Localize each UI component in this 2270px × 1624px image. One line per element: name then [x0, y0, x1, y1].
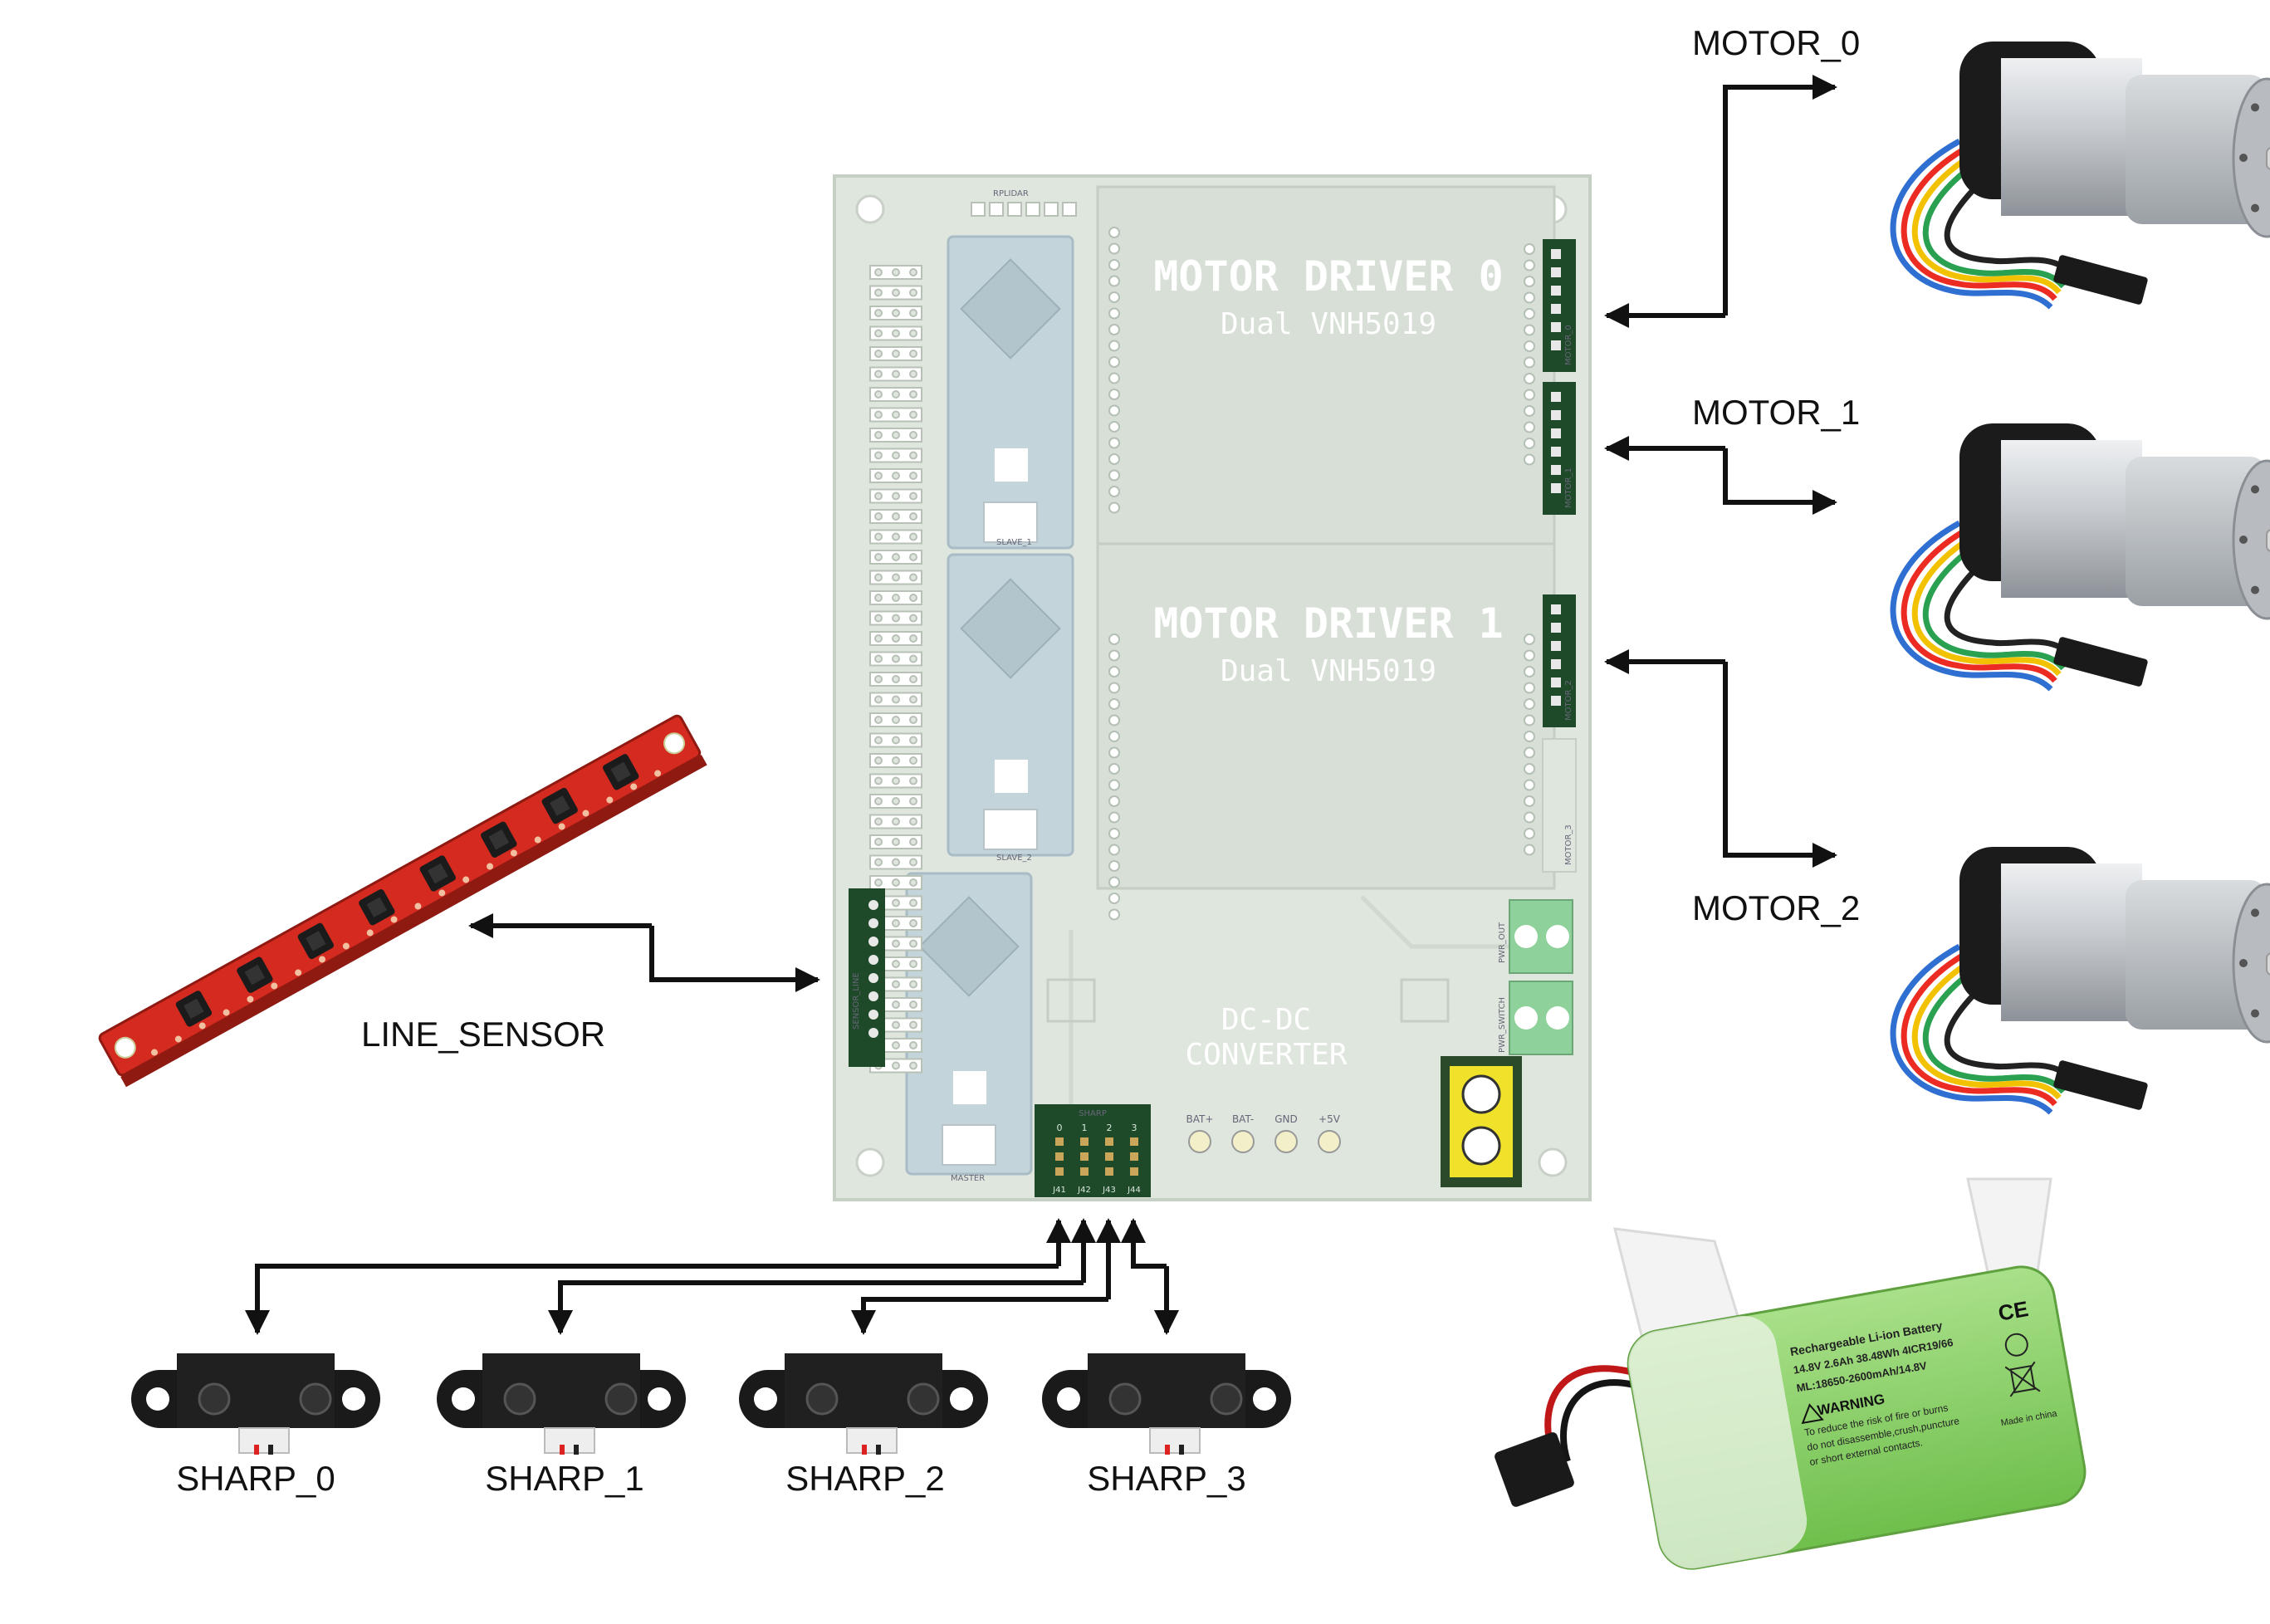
sharp-connector-id: J41	[1052, 1186, 1066, 1195]
power-pad-label: +5V	[1318, 1113, 1341, 1125]
battery-pack: Rechargeable Li-ion Battery 14.8V 2.6Ah …	[1493, 1179, 2090, 1573]
svg-text:MOTOR_3: MOTOR_3	[1564, 824, 1573, 865]
arduino-master	[907, 873, 1031, 1174]
power-pad-label: GND	[1274, 1113, 1298, 1125]
sharp-1-wire-down	[560, 1283, 1084, 1333]
sharp-2-label: SHARP_2	[785, 1459, 944, 1498]
motor-0-image	[1893, 42, 2270, 307]
sharp-sensors	[131, 1353, 1291, 1455]
slave-1-label: SLAVE_1	[996, 538, 1032, 547]
slave-2-label: SLAVE_2	[996, 854, 1032, 863]
pwr-out-terminal: PWR_OUT	[1498, 900, 1573, 973]
motor-driver-0-title: MOTOR DRIVER 0	[1153, 252, 1503, 301]
line-sensor-to-board-arrow	[652, 926, 818, 980]
sharp-3-wire-up	[1133, 1220, 1167, 1266]
arduino-slave-2	[948, 555, 1073, 855]
motor-2-label: MOTOR_2	[1692, 888, 1860, 927]
sharp-header-label: SHARP	[1079, 1109, 1107, 1118]
master-label: MASTER	[951, 1174, 985, 1183]
motor-driver-0-subtitle: Dual VNH5019	[1221, 307, 1436, 341]
motors	[1893, 42, 2270, 1113]
motor-2-image	[1893, 847, 2270, 1113]
sharp-pin-number: 3	[1132, 1123, 1137, 1133]
sharp-0-sensor	[131, 1353, 380, 1455]
svg-text:PWR_OUT: PWR_OUT	[1498, 922, 1507, 963]
motor-2-out-arrow	[1725, 662, 1835, 855]
motor-driver-1-subtitle: Dual VNH5019	[1221, 654, 1436, 688]
power-pad	[1318, 1131, 1340, 1152]
sharp-connector-id: J42	[1077, 1186, 1091, 1195]
svg-text:MOTOR_1: MOTOR_1	[1564, 467, 1573, 508]
power-pad-label: BAT+	[1186, 1113, 1214, 1125]
controller-board: MOTOR DRIVER 0 Dual VNH5019 MOTOR DRIVER…	[834, 176, 1590, 1200]
power-pad	[1189, 1131, 1211, 1152]
battery-connector	[1441, 1056, 1522, 1187]
motor-1-image	[1893, 423, 2270, 689]
motor-header-3: MOTOR_3	[1543, 739, 1576, 872]
motor-driver-0-module	[1098, 187, 1554, 544]
sharp-1-sensor	[437, 1353, 686, 1455]
power-pad	[1275, 1131, 1297, 1152]
svg-text:MOTOR_0: MOTOR_0	[1564, 325, 1573, 365]
sensor-line-connector: SENSOR_LINE	[849, 888, 885, 1067]
sharp-pin-number: 0	[1057, 1123, 1063, 1133]
sharp-3-sensor	[1042, 1353, 1291, 1455]
svg-text:PWR_SWITCH: PWR_SWITCH	[1498, 997, 1507, 1053]
motor-0-out-arrow	[1725, 87, 1835, 316]
converter-label-line2: CONVERTER	[1185, 1038, 1347, 1072]
power-pad-label: BAT-	[1232, 1113, 1254, 1125]
sharp-connector-id: J44	[1127, 1186, 1141, 1195]
sharp-2-sensor	[739, 1353, 988, 1455]
sharp-2-wire-down	[863, 1299, 1108, 1333]
ce-mark: CE	[1996, 1296, 2030, 1326]
rplidar-label: RPLIDAR	[993, 189, 1029, 198]
sharp-header-block: SHARP 0J41 1J42 2J43 3J44	[1035, 1104, 1151, 1197]
motor-driver-1-module	[1098, 544, 1554, 888]
sharp-3-label: SHARP_3	[1087, 1459, 1245, 1498]
sharp-connector-id: J43	[1102, 1186, 1116, 1195]
converter-label-line1: DC-DC	[1221, 1003, 1311, 1037]
motor-1-label: MOTOR_1	[1692, 393, 1860, 432]
motor-1-out-arrow	[1725, 448, 1835, 502]
power-pad	[1232, 1131, 1254, 1152]
sharp-pin-number: 1	[1082, 1123, 1088, 1133]
sharp-pin-number: 2	[1107, 1123, 1113, 1133]
motor-0-label: MOTOR_0	[1692, 23, 1860, 62]
motor-driver-1-title: MOTOR DRIVER 1	[1153, 599, 1503, 648]
arduino-slave-1	[948, 237, 1073, 548]
pwr-switch-terminal: PWR_SWITCH	[1498, 981, 1573, 1054]
sharp-1-label: SHARP_1	[485, 1459, 643, 1498]
sensor-line-label: SENSOR_LINE	[852, 972, 861, 1030]
line-sensor-label: LINE_SENSOR	[361, 1015, 605, 1054]
sharp-0-label: SHARP_0	[176, 1459, 335, 1498]
svg-text:MOTOR_2: MOTOR_2	[1564, 680, 1573, 721]
